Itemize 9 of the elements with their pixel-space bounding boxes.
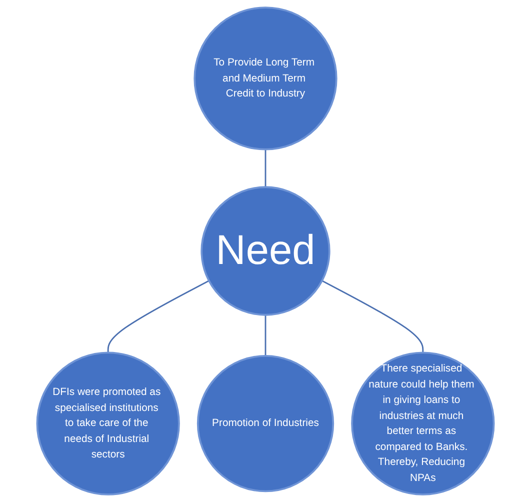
connector — [107, 280, 210, 353]
node-circle: To Provide Long Term and Medium Term Credit to Industry — [194, 6, 338, 150]
node-circle: There specialised nature could help them in giving loans to industries at much better terms as compared to Banks. Thereby, Reducing NPAs — [351, 352, 495, 496]
node-circle: Promotion of Industries — [196, 354, 334, 492]
node-circle: DFIs were promoted as specialised institutions to take care of the needs of Industrial sectors — [36, 352, 180, 496]
connector — [322, 280, 424, 353]
connector — [264, 314, 266, 356]
connector — [264, 149, 266, 188]
node-circle: Need — [200, 186, 330, 316]
